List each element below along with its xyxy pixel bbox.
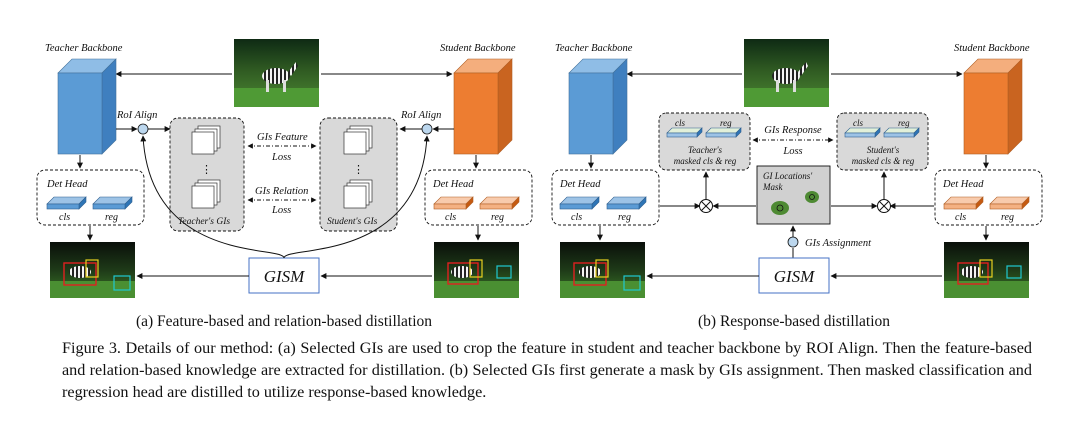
student-backbone-a xyxy=(453,58,513,155)
teacher-backbone-b xyxy=(568,58,628,155)
det-head-left-label-a: Det Head xyxy=(46,179,88,190)
teacher-output-image-b xyxy=(560,242,645,298)
cls-label-right-a: cls xyxy=(445,212,456,223)
relation-loss-label-1: GIs Relation xyxy=(255,186,308,197)
mask-label-2: Mask xyxy=(762,182,783,192)
gism-box-b: GISM xyxy=(758,257,830,294)
roi-align-right-label: RoI Align xyxy=(400,110,441,121)
subcaption-b: (b) Response-based distillation xyxy=(698,313,890,330)
roi-align-right-node xyxy=(421,123,433,135)
reg-label-tmask: reg xyxy=(720,118,732,128)
teacher-masked-label-1: Teacher's xyxy=(688,145,723,155)
roi-align-left-node xyxy=(137,123,149,135)
teacher-gis-label: Teacher's GIs xyxy=(178,217,230,227)
cls-label-left-b: cls xyxy=(571,212,582,223)
teacher-backbone-label-b: Teacher Backbone xyxy=(555,43,633,54)
teacher-output-image-a xyxy=(50,242,135,298)
multiply-right-node xyxy=(877,199,891,213)
student-gis-panel: ⋮ Student's GIs xyxy=(319,117,398,232)
gism-label-a: GISM xyxy=(264,267,305,286)
student-output-image-a xyxy=(434,242,519,298)
det-head-right-label-b: Det Head xyxy=(942,179,984,190)
gis-assignment-node xyxy=(787,236,799,248)
cls-label-right-b: cls xyxy=(955,212,966,223)
det-head-right-a: Det Head cls reg xyxy=(424,169,533,226)
student-backbone-label-a: Student Backbone xyxy=(440,43,516,54)
method-diagram: Teacher Backbone Student Backbone RoI Al… xyxy=(36,39,1043,330)
student-backbone-label-b: Student Backbone xyxy=(954,43,1030,54)
gi-locations-mask: GI Locations' Mask xyxy=(756,165,831,225)
response-loss-label-2: Loss xyxy=(782,146,802,157)
relation-loss-label-2: Loss xyxy=(271,205,291,216)
student-masked-box: cls reg Student's masked cls & reg xyxy=(836,112,929,171)
gism-label-b: GISM xyxy=(774,267,815,286)
student-masked-label-2: masked cls & reg xyxy=(852,156,915,166)
cls-label-tmask: cls xyxy=(675,118,685,128)
student-output-image-b xyxy=(944,242,1029,298)
det-head-left-label-b: Det Head xyxy=(559,179,601,190)
reg-label-left-b: reg xyxy=(618,212,631,223)
gis-assignment-label: GIs Assignment xyxy=(805,238,872,249)
det-head-left-a: Det Head cls reg xyxy=(36,169,145,226)
figure-caption: Figure 3. Details of our method: (a) Sel… xyxy=(62,339,1032,401)
feature-loss-label-2: Loss xyxy=(271,152,291,163)
multiply-left-node xyxy=(699,199,713,213)
reg-label-left-a: reg xyxy=(105,212,118,223)
zebra-image-a xyxy=(234,39,319,107)
roi-align-left-label: RoI Align xyxy=(116,110,157,121)
student-backbone-b xyxy=(963,58,1023,155)
panel-b: Teacher Backbone Student Backbone cls re… xyxy=(551,39,1043,330)
response-loss-label-1: GIs Response xyxy=(764,125,822,136)
reg-label-right-a: reg xyxy=(491,212,504,223)
mask-label-1: GI Locations' xyxy=(763,171,813,181)
det-head-right-label-a: Det Head xyxy=(432,179,474,190)
det-head-right-b: Det Head cls reg xyxy=(934,169,1043,226)
zebra-image-b xyxy=(744,39,829,107)
reg-label-right-b: reg xyxy=(1001,212,1014,223)
teacher-gis-panel: ⋮ Teacher's GIs xyxy=(169,117,245,232)
det-head-left-b: Det Head cls reg xyxy=(551,169,660,226)
teacher-masked-label-2: masked cls & reg xyxy=(674,156,737,166)
teacher-backbone-label-a: Teacher Backbone xyxy=(45,43,123,54)
cls-label-smask: cls xyxy=(853,118,863,128)
teacher-backbone-a xyxy=(57,58,117,155)
teacher-masked-box: cls reg Teacher's masked cls & reg xyxy=(658,112,751,171)
ellipsis-left: ⋮ xyxy=(201,164,212,176)
cls-label-left-a: cls xyxy=(59,212,70,223)
feature-loss-label-1: GIs Feature xyxy=(257,132,308,143)
student-gis-label: Student's GIs xyxy=(327,217,378,227)
reg-label-smask: reg xyxy=(898,118,910,128)
student-masked-label-1: Student's xyxy=(867,145,900,155)
subcaption-a: (a) Feature-based and relation-based dis… xyxy=(136,313,432,330)
panel-a: Teacher Backbone Student Backbone RoI Al… xyxy=(36,39,533,330)
ellipsis-right: ⋮ xyxy=(353,164,364,176)
gism-box-a: GISM xyxy=(248,257,320,294)
